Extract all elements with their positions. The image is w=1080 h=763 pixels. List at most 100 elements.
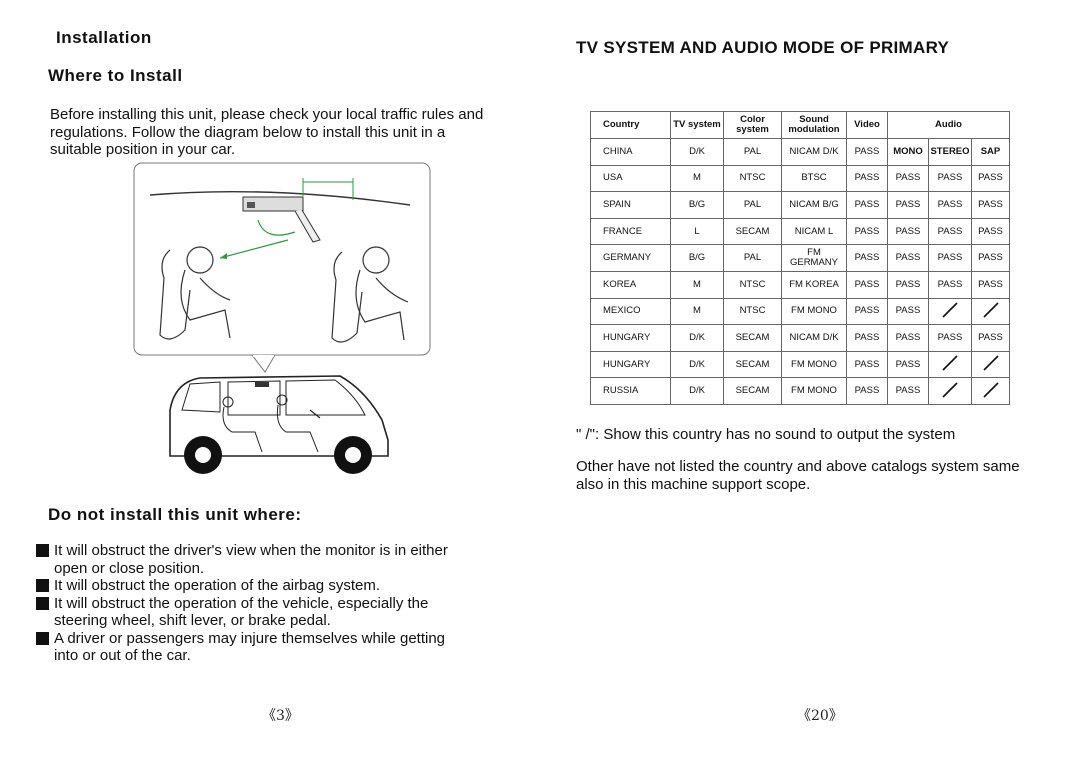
table-cell: RUSSIA [590, 377, 671, 405]
bullet-square-icon [36, 596, 49, 610]
table-cell: NTSC [723, 270, 782, 299]
table-cell [971, 297, 1010, 326]
table-cell: D/K [670, 138, 724, 166]
table-cell: PASS [887, 217, 929, 246]
table-cell: PASS [928, 244, 972, 272]
list-item: It will obstruct the driver's view when … [36, 542, 506, 577]
table-cell: SECAM [723, 324, 782, 352]
table-cell: CHINA [590, 138, 671, 166]
table-cell: PASS [846, 164, 888, 193]
table-cell: SPAIN [590, 191, 671, 219]
column-header: Color system [723, 111, 782, 139]
table-row: CHINA D/K PAL NICAM D/K PASS MONO STEREO… [590, 138, 1010, 166]
table-cell: MEXICO [590, 297, 671, 326]
car-diagram [169, 375, 389, 474]
table-cell: PASS [846, 324, 888, 352]
table-cell: MONO [887, 138, 929, 166]
table-cell: PASS [887, 297, 929, 326]
no-sound-slash-icon [982, 302, 999, 318]
table-cell: B/G [670, 191, 724, 219]
table-cell: NTSC [723, 164, 782, 193]
table-cell: PASS [846, 350, 888, 379]
table-cell: PASS [846, 191, 888, 219]
table-cell: D/K [670, 350, 724, 379]
warning-list: It will obstruct the driver's view when … [36, 542, 506, 665]
list-item: A driver or passengers may injure themse… [36, 630, 506, 665]
table-cell: PASS [928, 217, 972, 246]
table-cell: B/G [670, 244, 724, 272]
table-cell: FM GERMANY [781, 244, 847, 272]
table-cell: PASS [846, 217, 888, 246]
table-cell: SAP [971, 138, 1010, 166]
bullet-square-icon [36, 579, 49, 592]
table-cell [971, 350, 1010, 379]
table-cell: PASS [846, 270, 888, 299]
table-cell: PASS [971, 191, 1010, 219]
intro-paragraph: Before installing this unit, please chec… [50, 106, 484, 158]
table-cell: PASS [887, 324, 929, 352]
no-sound-slash-icon [942, 302, 958, 318]
table-cell: FM MONO [781, 377, 847, 405]
no-sound-slash-icon [982, 382, 999, 398]
table-cell: PASS [971, 217, 1010, 246]
list-item-line: It will obstruct the driver's view when … [54, 542, 448, 559]
table-cell: SECAM [723, 217, 782, 246]
table-cell: D/K [670, 324, 724, 352]
table-cell: PASS [928, 164, 972, 193]
table-cell [928, 350, 972, 379]
table-cell: PASS [846, 377, 888, 405]
table-cell: PASS [887, 377, 929, 405]
table-cell: PASS [887, 191, 929, 219]
table-cell: BTSC [781, 164, 847, 193]
table-cell: PASS [928, 324, 972, 352]
table-cell: SECAM [723, 377, 782, 405]
table-cell [928, 377, 972, 405]
column-header: Video [846, 111, 888, 139]
page-title: Installation [56, 28, 152, 47]
page-number-left: 《3》 [262, 708, 299, 724]
table-cell: SECAM [723, 350, 782, 379]
table-cell: M [670, 164, 724, 193]
table-cell: PAL [723, 138, 782, 166]
table-cell: NICAM D/K [781, 324, 847, 352]
table-cell: FM KOREA [781, 270, 847, 299]
table-cell: PASS [846, 297, 888, 326]
table-cell: M [670, 270, 724, 299]
page-number-right: 《20》 [797, 708, 843, 724]
table-cell [971, 377, 1010, 405]
list-item-line: open or close position. [54, 559, 205, 577]
slash-note: " /": Show this country has no sound to … [576, 426, 956, 443]
table-cell: PASS [928, 270, 972, 299]
no-sound-slash-icon [942, 382, 958, 398]
table-cell: USA [590, 164, 671, 193]
table-cell: NTSC [723, 297, 782, 326]
table-cell: D/K [670, 377, 724, 405]
column-header: Country [590, 111, 671, 139]
scope-note: Other have not listed the country and ab… [576, 458, 1020, 493]
tv-system-table: Country TV system Color system Sound mod… [590, 111, 1010, 405]
section-heading-do-not-install: Do not install this unit where: [48, 505, 302, 524]
table-cell: PASS [887, 350, 929, 379]
table-cell: GERMANY [590, 244, 671, 272]
bullet-square-icon [36, 544, 49, 557]
table-cell: NICAM B/G [781, 191, 847, 219]
list-item-line: It will obstruct the operation of the ve… [54, 594, 429, 612]
table-cell: PASS [846, 138, 888, 166]
installation-diagram [133, 162, 431, 373]
list-item: It will obstruct the operation of the ve… [36, 595, 506, 630]
table-cell: PAL [723, 244, 782, 272]
no-sound-slash-icon [982, 355, 999, 371]
list-item-line: into or out of the car. [54, 647, 191, 664]
table-cell: STEREO [928, 138, 972, 166]
table-cell: PASS [846, 244, 888, 272]
list-item-line: A driver or passengers may injure themse… [54, 629, 446, 647]
table-cell: KOREA [590, 270, 671, 299]
table-cell: FM MONO [781, 297, 847, 326]
table-cell: PASS [928, 191, 972, 219]
